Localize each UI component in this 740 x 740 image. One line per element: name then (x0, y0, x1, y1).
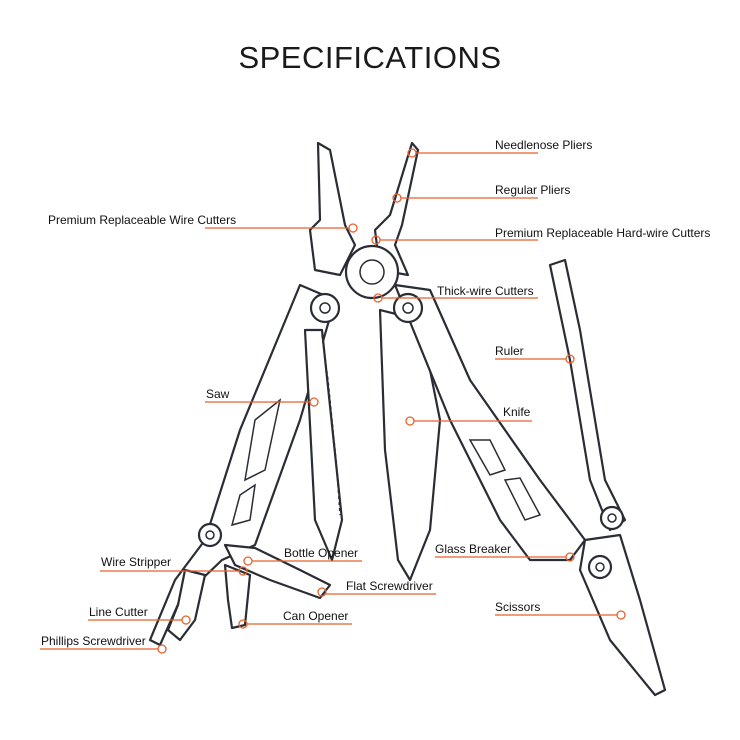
label-regular-pliers: Regular Pliers (495, 183, 570, 197)
label-scissors: Scissors (495, 600, 540, 614)
label-wire-cutters: Premium Replaceable Wire Cutters (48, 213, 236, 227)
label-line-cutter: Line Cutter (89, 605, 148, 619)
label-thick-wire-cutters: Thick-wire Cutters (437, 284, 534, 298)
label-can-opener: Can Opener (283, 609, 348, 623)
label-hardwire-cutters: Premium Replaceable Hard-wire Cutters (495, 226, 710, 240)
label-knife: Knife (503, 405, 531, 419)
ruler-arm (548, 258, 627, 532)
saw-blade (303, 328, 344, 562)
label-ruler: Ruler (495, 344, 524, 358)
line-cutter (166, 568, 207, 642)
label-saw: Saw (206, 387, 230, 401)
right-handle (393, 283, 587, 562)
label-wire-stripper: Wire Stripper (101, 555, 171, 569)
callouts: Needlenose Pliers Regular Pliers Premium… (40, 138, 710, 654)
label-needlenose-pliers: Needlenose Pliers (495, 138, 592, 152)
left-jaw (308, 141, 357, 277)
label-phillips-screwdriver: Phillips Screwdriver (41, 634, 146, 648)
page-title: SPECIFICATIONS (238, 40, 502, 75)
can-opener (223, 563, 252, 630)
tool-drawing (148, 141, 667, 697)
right-jaw (373, 141, 420, 277)
label-flat-screwdriver: Flat Screwdriver (346, 579, 433, 593)
label-glass-breaker: Glass Breaker (435, 542, 511, 556)
label-bottle-opener: Bottle Opener (284, 546, 358, 560)
